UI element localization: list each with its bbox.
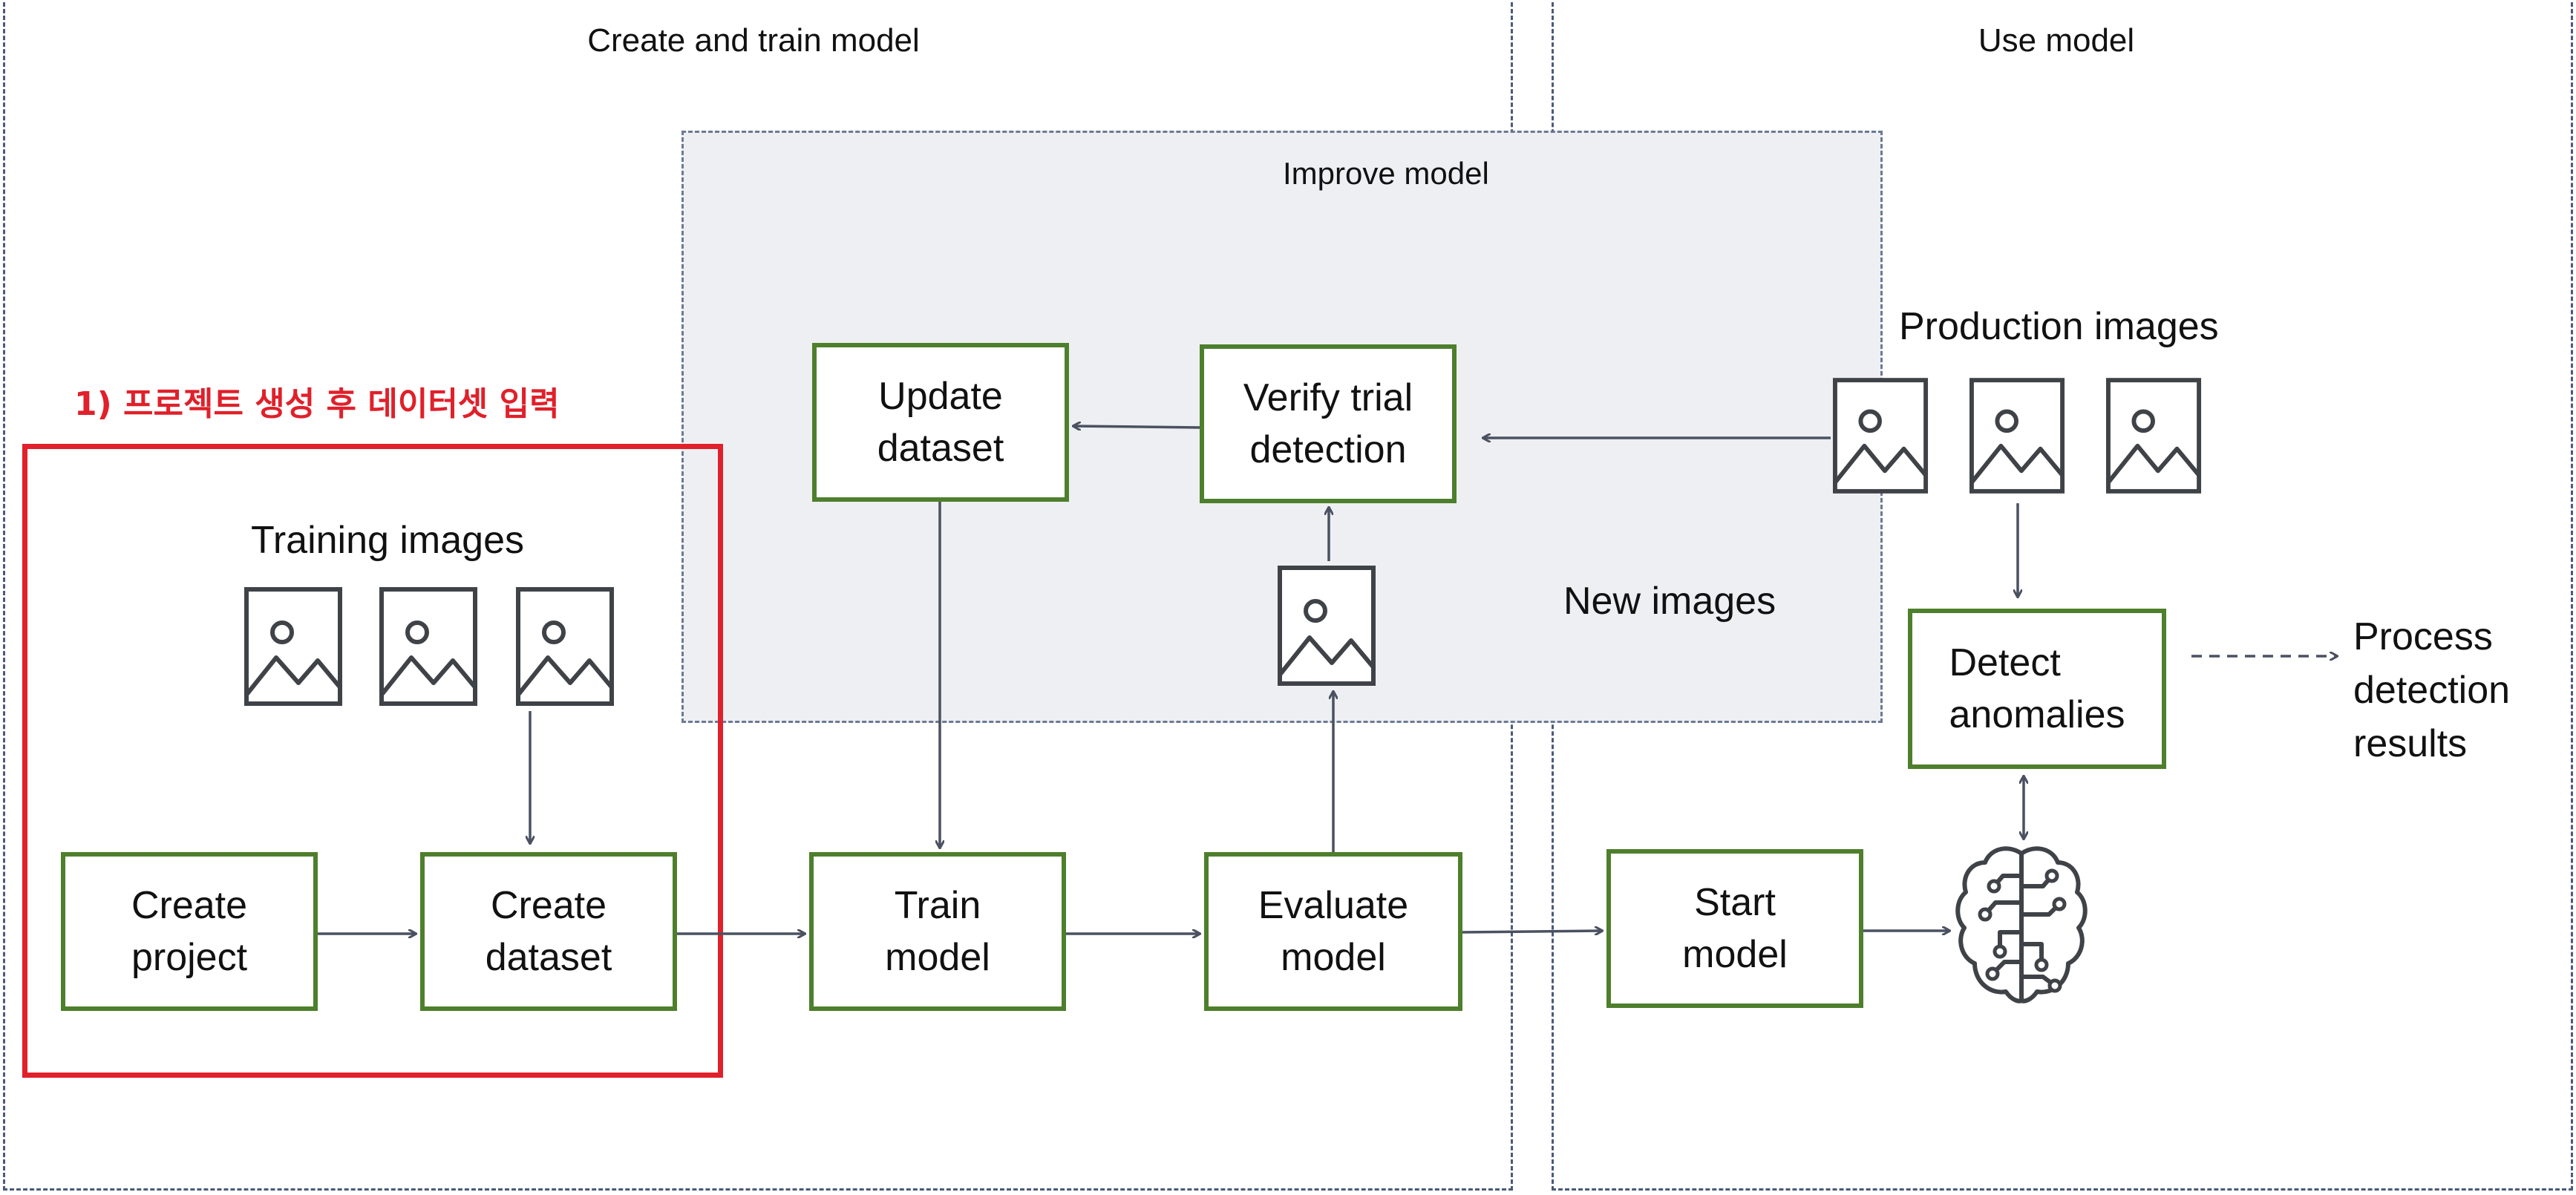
production-images-caption: Production images bbox=[1899, 305, 2219, 348]
detect-anomalies-step[interactable]: Detect anomalies bbox=[1908, 609, 2166, 769]
section-use-model-label: Use model bbox=[1978, 22, 2135, 59]
image-icon bbox=[516, 587, 614, 706]
new-images-caption: New images bbox=[1563, 580, 1776, 623]
image-icon bbox=[1969, 378, 2065, 494]
highlight-label: 1) 프로젝트 생성 후 데이터셋 입력 bbox=[74, 385, 560, 423]
create-project-step[interactable]: Create project bbox=[61, 852, 318, 1011]
section-create-and-train-label: Create and train model bbox=[587, 22, 920, 59]
start-model-step[interactable]: Start model bbox=[1606, 849, 1863, 1008]
improve-model-label: Improve model bbox=[1283, 156, 1489, 191]
create-dataset-step[interactable]: Create dataset bbox=[420, 852, 677, 1011]
process-detection-results-text: Process detection results bbox=[2353, 615, 2511, 765]
verify-trial-detection-step[interactable]: Verify trial detection bbox=[1200, 344, 1457, 503]
image-icon bbox=[2105, 378, 2202, 494]
update-dataset-label: Update dataset bbox=[877, 375, 1004, 470]
train-model-step[interactable]: Train model bbox=[809, 852, 1066, 1011]
training-images-caption: Training images bbox=[251, 519, 525, 562]
create-project-label: Create project bbox=[131, 884, 248, 979]
highlight-box bbox=[22, 444, 723, 1078]
create-dataset-label: Create dataset bbox=[485, 884, 612, 979]
update-dataset-step[interactable]: Update dataset bbox=[812, 343, 1069, 502]
image-icon bbox=[244, 587, 342, 706]
image-icon bbox=[1832, 378, 1929, 494]
image-icon bbox=[1278, 566, 1376, 686]
detect-anomalies-label: Detect anomalies bbox=[1949, 641, 2125, 736]
start-model-label: Start model bbox=[1682, 881, 1788, 976]
train-model-label: Train model bbox=[885, 884, 990, 979]
ai-brain-icon bbox=[1955, 846, 2088, 1004]
evaluate-model-step[interactable]: Evaluate model bbox=[1204, 852, 1462, 1011]
evaluate-model-label: Evaluate model bbox=[1258, 884, 1409, 979]
image-icon bbox=[379, 587, 477, 706]
verify-trial-detection-label: Verify trial detection bbox=[1243, 376, 1413, 471]
